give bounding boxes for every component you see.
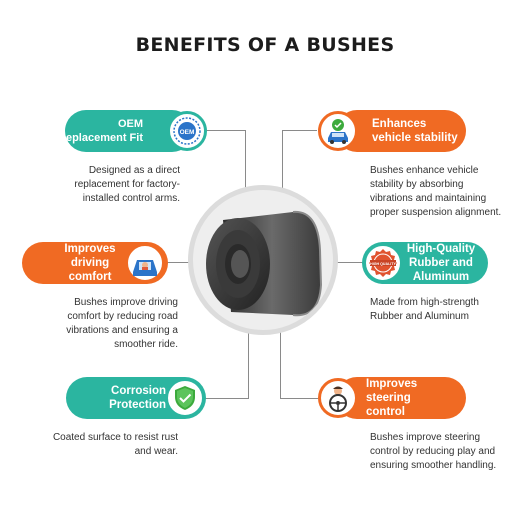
connector-line (336, 262, 364, 263)
desc-line: Made from high-strength (370, 297, 479, 308)
connector-line (282, 130, 317, 131)
desc-line: Bushes improve steering (370, 432, 481, 443)
desc-line: Rubber and Aluminum (370, 311, 469, 322)
connector-line (205, 398, 248, 399)
benefit-label-line: steering (366, 392, 411, 404)
desc-line: installed control arms. (82, 193, 180, 204)
benefit-label-line: OEM (117, 118, 143, 130)
benefit-label-line: driving (70, 257, 110, 269)
benefit-label-line: comfort (68, 271, 112, 283)
benefit-description: Bushes improve steering control by reduc… (370, 431, 520, 473)
benefit-label-line: High-Quality (406, 243, 476, 255)
benefit-label-line: Improves (64, 243, 116, 255)
benefit-label-line: Corrosion (111, 385, 166, 397)
desc-line: Coated surface to resist rust (52, 432, 178, 443)
connector-line (245, 130, 246, 200)
benefit-label-line: control (366, 406, 405, 418)
benefit-vehicle-stability-pill: Enhances vehicle stability (336, 110, 466, 152)
page-title: BENEFITS OF A BUSHES (135, 34, 395, 56)
shield-check-icon (165, 378, 205, 418)
connector-line (193, 130, 245, 131)
stamp-text: HIGH QUALITY (370, 262, 396, 266)
steering-wheel-icon (318, 378, 358, 418)
benefit-label-line: vehicle stability (372, 132, 458, 144)
benefit-label-line: Replacement Fit (58, 132, 143, 144)
desc-line: vibrations and ensuring a (66, 325, 178, 336)
car-check-icon (318, 111, 358, 151)
benefit-label-line: Improves (366, 378, 418, 390)
desc-line: ensuring smoother handling. (370, 460, 497, 471)
oem-badge-text: OEM (180, 129, 195, 136)
connector-line (280, 398, 318, 399)
benefit-label-line: Protection (109, 399, 166, 411)
desc-line: Bushes improve driving (74, 297, 178, 308)
benefit-description: Made from high-strength Rubber and Alumi… (370, 296, 520, 324)
desc-line: replacement for factory- (74, 179, 180, 190)
desc-line: stability by absorbing (370, 179, 464, 190)
benefit-description: Designed as a direct replacement for fac… (62, 164, 180, 206)
oem-seal-icon: OEM (167, 111, 207, 151)
desc-line: comfort by reducing road (67, 311, 178, 322)
connector-line (166, 262, 190, 263)
benefit-description: Bushes improve driving comfort by reduci… (50, 296, 178, 352)
bushing-image (188, 185, 338, 335)
desc-line: proper suspension alignment. (370, 207, 502, 218)
connector-line (282, 130, 283, 200)
desc-line: Designed as a direct (88, 165, 180, 176)
benefit-label-line: Enhances (372, 118, 427, 130)
benefit-description: Bushes enhance vehicle stability by abso… (370, 164, 520, 220)
benefit-label-line: Aluminum (412, 271, 470, 283)
desc-line: vibrations and maintaining (370, 193, 487, 204)
benefit-description: Coated surface to resist rust and wear. (30, 431, 178, 459)
connector-line (280, 330, 281, 399)
desc-line: Bushes enhance vehicle (370, 165, 479, 176)
desc-line: and wear. (134, 446, 178, 457)
benefit-label-line: Rubber and (409, 257, 473, 269)
connector-line (248, 330, 249, 399)
high-quality-stamp-icon: HIGH QUALITY (363, 243, 403, 283)
desc-line: control by reducing play and (370, 446, 496, 457)
desc-line: smoother ride. (114, 339, 178, 350)
driver-car-icon (125, 243, 165, 283)
